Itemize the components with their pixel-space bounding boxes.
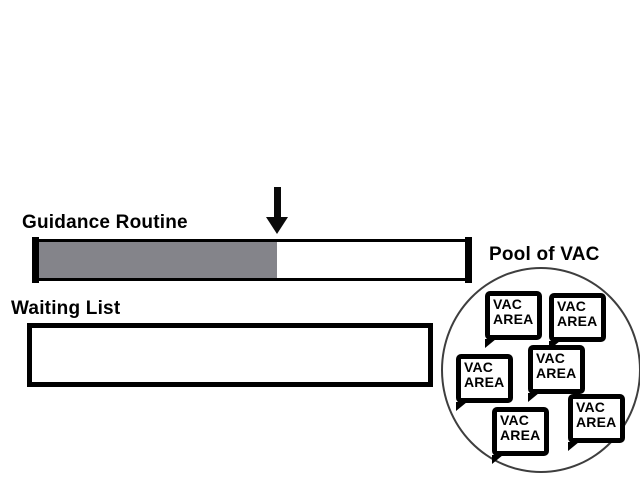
vac-area-label-line1: VAC — [576, 399, 606, 415]
vac-area-box: VAC AREA — [568, 394, 625, 451]
guidance-progress-fill — [39, 242, 277, 278]
down-arrow-head — [266, 217, 288, 234]
waiting-list-box — [27, 323, 433, 387]
vac-area-label-line2: AREA — [493, 311, 534, 327]
vac-area-label-line2: AREA — [464, 374, 505, 390]
vac-area-label-line2: AREA — [536, 365, 577, 381]
vac-area-label-line2: AREA — [557, 313, 598, 329]
pool-of-vac-label: Pool of VAC — [489, 244, 600, 265]
down-arrow-shaft — [274, 187, 281, 218]
vac-area-box: VAC AREA — [492, 407, 549, 464]
guidance-bar-right-cap — [465, 237, 472, 283]
vac-area-label-line1: VAC — [557, 298, 587, 314]
vac-area-box: VAC AREA — [485, 291, 542, 348]
vac-area-label-line1: VAC — [500, 412, 530, 428]
guidance-progress-bar — [32, 237, 472, 283]
vac-area-label-line1: VAC — [464, 359, 494, 375]
vac-area-box: VAC AREA — [549, 293, 606, 350]
vac-area-label-line2: AREA — [576, 414, 617, 430]
vac-area-box: VAC AREA — [528, 345, 585, 402]
guidance-routine-label: Guidance Routine — [22, 212, 188, 233]
waiting-list-label: Waiting List — [11, 298, 121, 319]
vac-area-label-line1: VAC — [536, 350, 566, 366]
vac-area-label-line2: AREA — [500, 427, 541, 443]
vac-area-label-line1: VAC — [493, 296, 523, 312]
vac-area-box: VAC AREA — [456, 354, 513, 411]
guidance-bar-left-cap — [32, 237, 39, 283]
